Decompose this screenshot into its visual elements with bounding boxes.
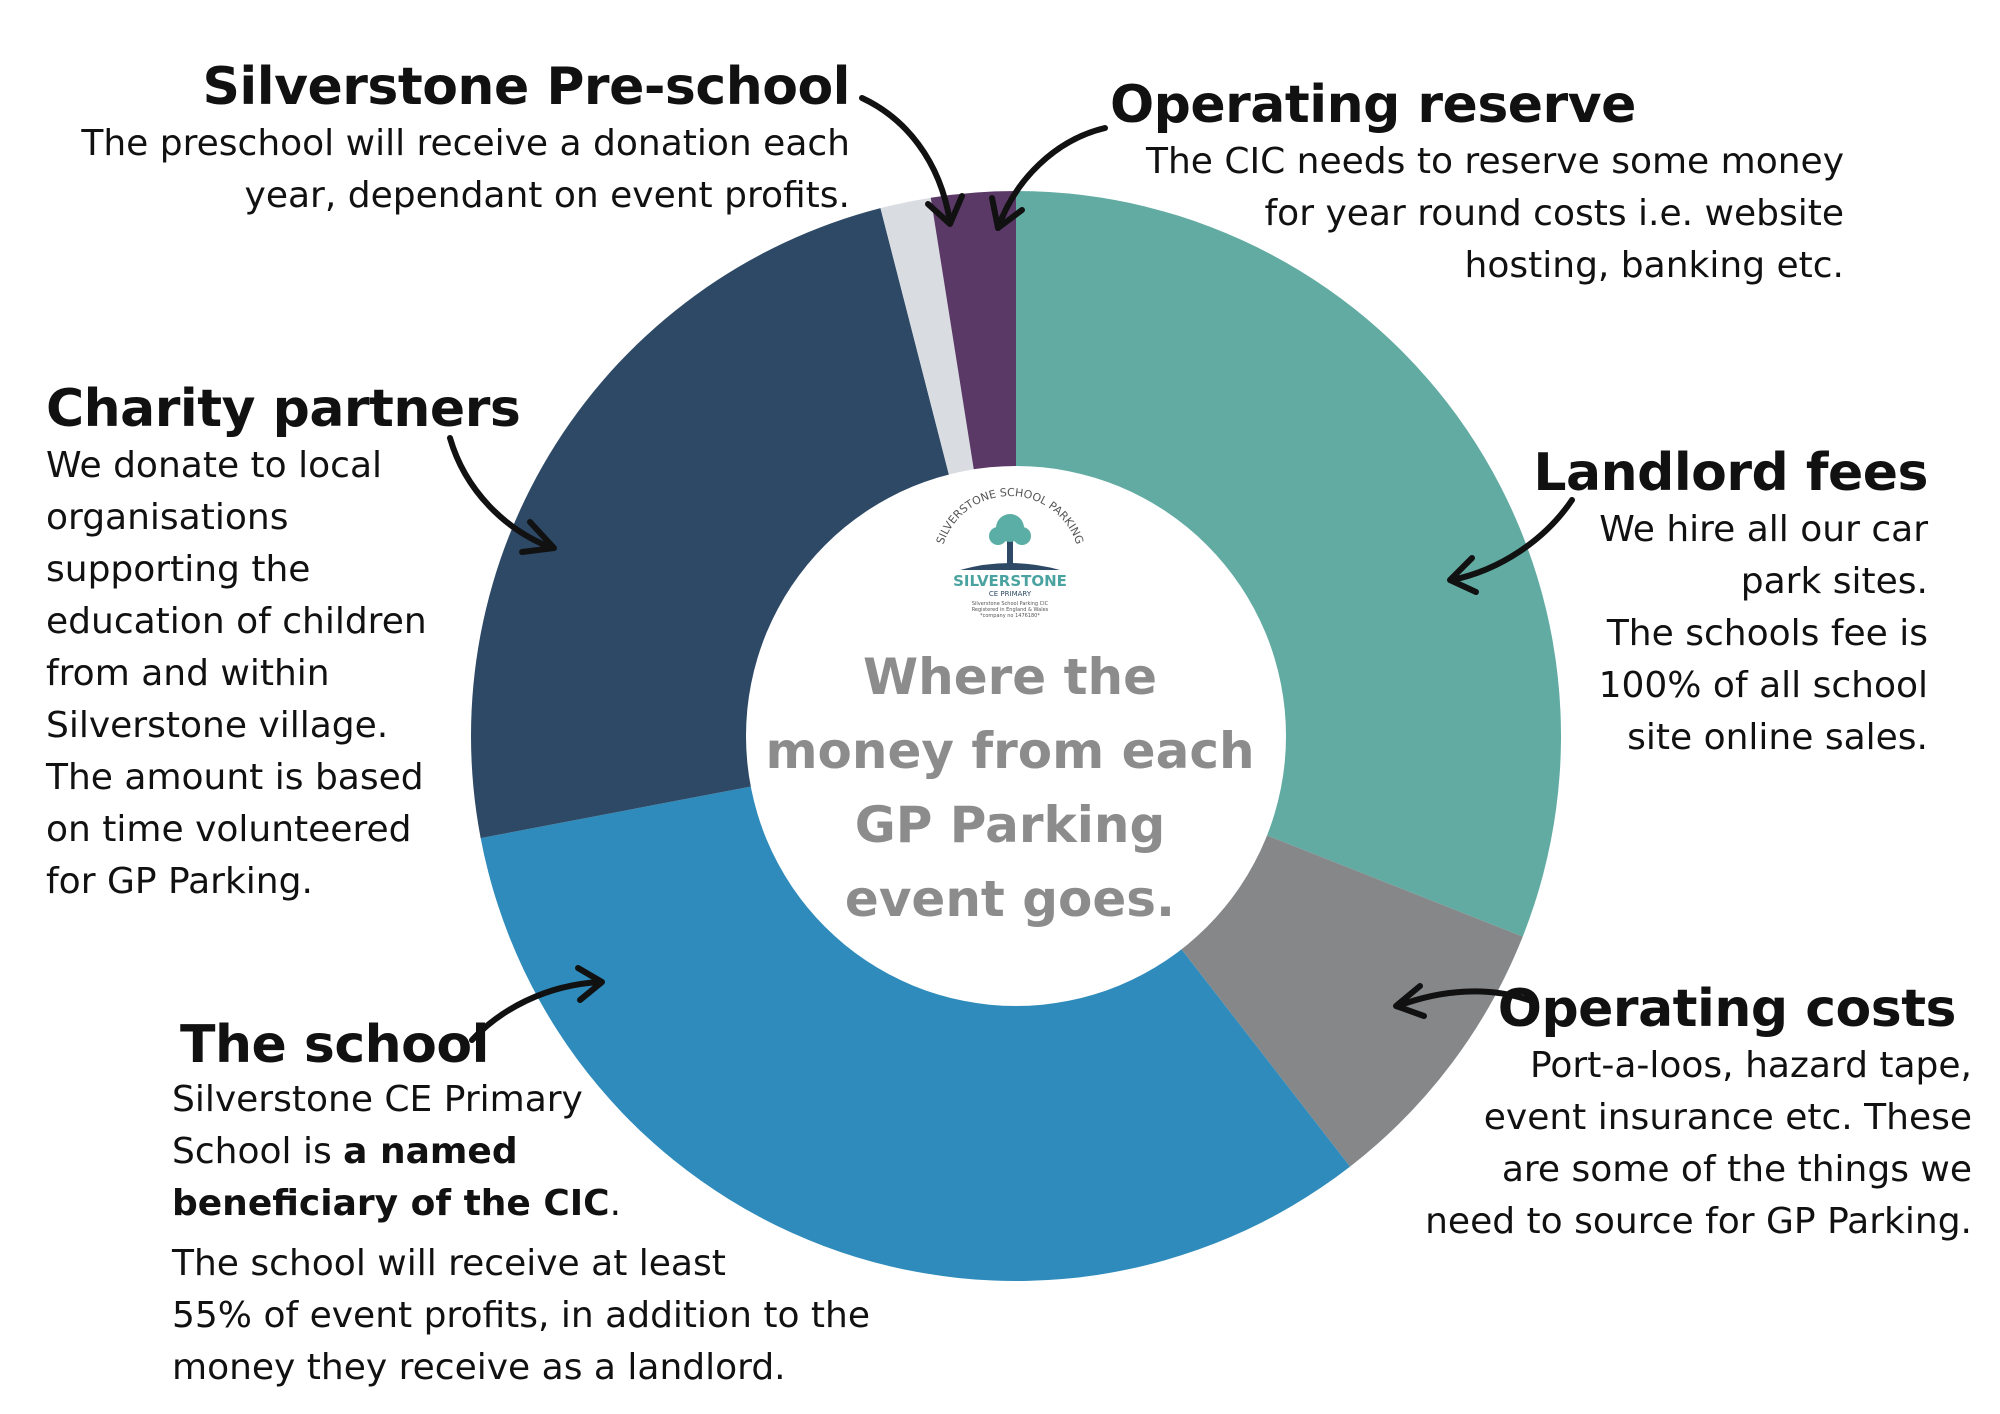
label-charity: Charity partners We donate to local orga… (46, 379, 521, 908)
label-preschool-title: Silverstone Pre-school (202, 57, 850, 117)
label-preschool-line: year, dependant on event profits. (244, 174, 850, 216)
slice-the-school (480, 736, 1351, 1281)
label-preschool-line: The preschool will receive a donation ea… (81, 122, 850, 164)
label-school-title: The school (180, 1015, 489, 1075)
label-landlord-title: Landlord fees (1533, 443, 1928, 503)
label-school-bold: a named (343, 1131, 518, 1172)
arrow-landlord (1449, 497, 1575, 583)
label-school-line-2: School is a named (172, 1126, 870, 1178)
label-school: Silverstone CE Primary School is a named… (172, 1074, 870, 1394)
label-reserve-title: Operating reserve (1109, 75, 1636, 135)
label-landlord-line: The schools fee is (1606, 612, 1928, 654)
label-reserve-line: for year round costs i.e. website (1264, 192, 1845, 234)
label-charity-line: for GP Parking. (46, 860, 313, 902)
label-charity-line: on time volunteered (46, 808, 412, 850)
label-costs-title: Operating costs (1497, 979, 1957, 1039)
tree-icon (960, 514, 1060, 570)
label-costs-line: are some of the things we (1501, 1148, 1972, 1190)
label-charity-line: organisations (46, 496, 289, 538)
label-school-title-wrap: The school (180, 1015, 489, 1076)
logo-sub: CE PRIMARY (989, 590, 1032, 598)
label-charity-line: from and within (46, 652, 330, 694)
label-landlord-line: park sites. (1740, 560, 1928, 602)
arrow-reserve-head (989, 195, 1025, 231)
label-costs-line: event insurance etc. These (1483, 1096, 1972, 1138)
arrow-preschool (859, 95, 953, 225)
center-line: money from each (765, 722, 1255, 780)
label-landlord-line: 100% of all school (1598, 664, 1928, 706)
arrow-preschool-head (925, 193, 965, 227)
label-reserve-line: hosting, banking etc. (1464, 244, 1844, 286)
logo-small-1: Silverstone School Parking CIC (972, 601, 1049, 607)
label-charity-line: Silverstone village. (46, 704, 389, 746)
arrow-landlord-head (1447, 555, 1479, 595)
label-reserve-line: The CIC needs to reserve some money (1145, 140, 1844, 182)
label-charity-title: Charity partners (46, 379, 521, 439)
label-costs-line: Port-a-loos, hazard tape, (1529, 1044, 1972, 1086)
label-school-text: School is (172, 1131, 344, 1172)
label-landlord-line: We hire all our car (1599, 508, 1928, 550)
donut-hole (746, 466, 1286, 1006)
label-costs-line: need to source for GP Parking. (1425, 1200, 1972, 1242)
label-school-text: . (609, 1183, 622, 1224)
label-school-line: money they receive as a landlord. (172, 1347, 786, 1388)
label-charity-line: supporting the (46, 548, 311, 590)
arrow-costs-head (1393, 983, 1427, 1019)
center-line: event goes. (844, 870, 1176, 928)
label-school-line: Silverstone CE Primary (172, 1079, 583, 1120)
label-costs: Operating costs Port-a-loos, hazard tape… (1425, 979, 1972, 1248)
label-school-line: The school will receive at least (172, 1243, 726, 1284)
label-landlord-line: site online sales. (1627, 716, 1928, 758)
arrow-reserve (995, 125, 1108, 231)
center-title: Where the money from each GP Parking eve… (760, 640, 1260, 936)
arrow-school-head (575, 965, 605, 1003)
center-line: Where the (862, 648, 1158, 706)
label-charity-line: education of children (46, 600, 427, 642)
arrow-charity (447, 435, 555, 551)
logo-name: SILVERSTONE (953, 572, 1067, 590)
arrow-charity-head (519, 519, 557, 555)
label-preschool: Silverstone Pre-school The preschool wil… (81, 57, 850, 222)
logo-small-3: *company no 1476180* (980, 613, 1040, 619)
label-charity-line: The amount is based (46, 756, 424, 798)
label-school-line: 55% of event profits, in addition to the (172, 1295, 870, 1336)
arrow-school (469, 979, 603, 1043)
label-school-line-3: beneficiary of the CIC. (172, 1178, 870, 1230)
logo-small-2: Registered in England & Wales (972, 607, 1049, 613)
label-landlord: Landlord fees We hire all our car park s… (1533, 443, 1928, 764)
label-reserve: Operating reserve The CIC needs to reser… (1110, 75, 1845, 292)
arrow-costs (1395, 988, 1537, 1009)
center-line: GP Parking (854, 796, 1166, 854)
label-charity-line: We donate to local (46, 444, 383, 486)
label-school-bold: beneficiary of the CIC (172, 1183, 610, 1224)
silverstone-logo: SILVERSTONE SCHOOL PARKING SILVERSTONE C… (934, 486, 1086, 619)
